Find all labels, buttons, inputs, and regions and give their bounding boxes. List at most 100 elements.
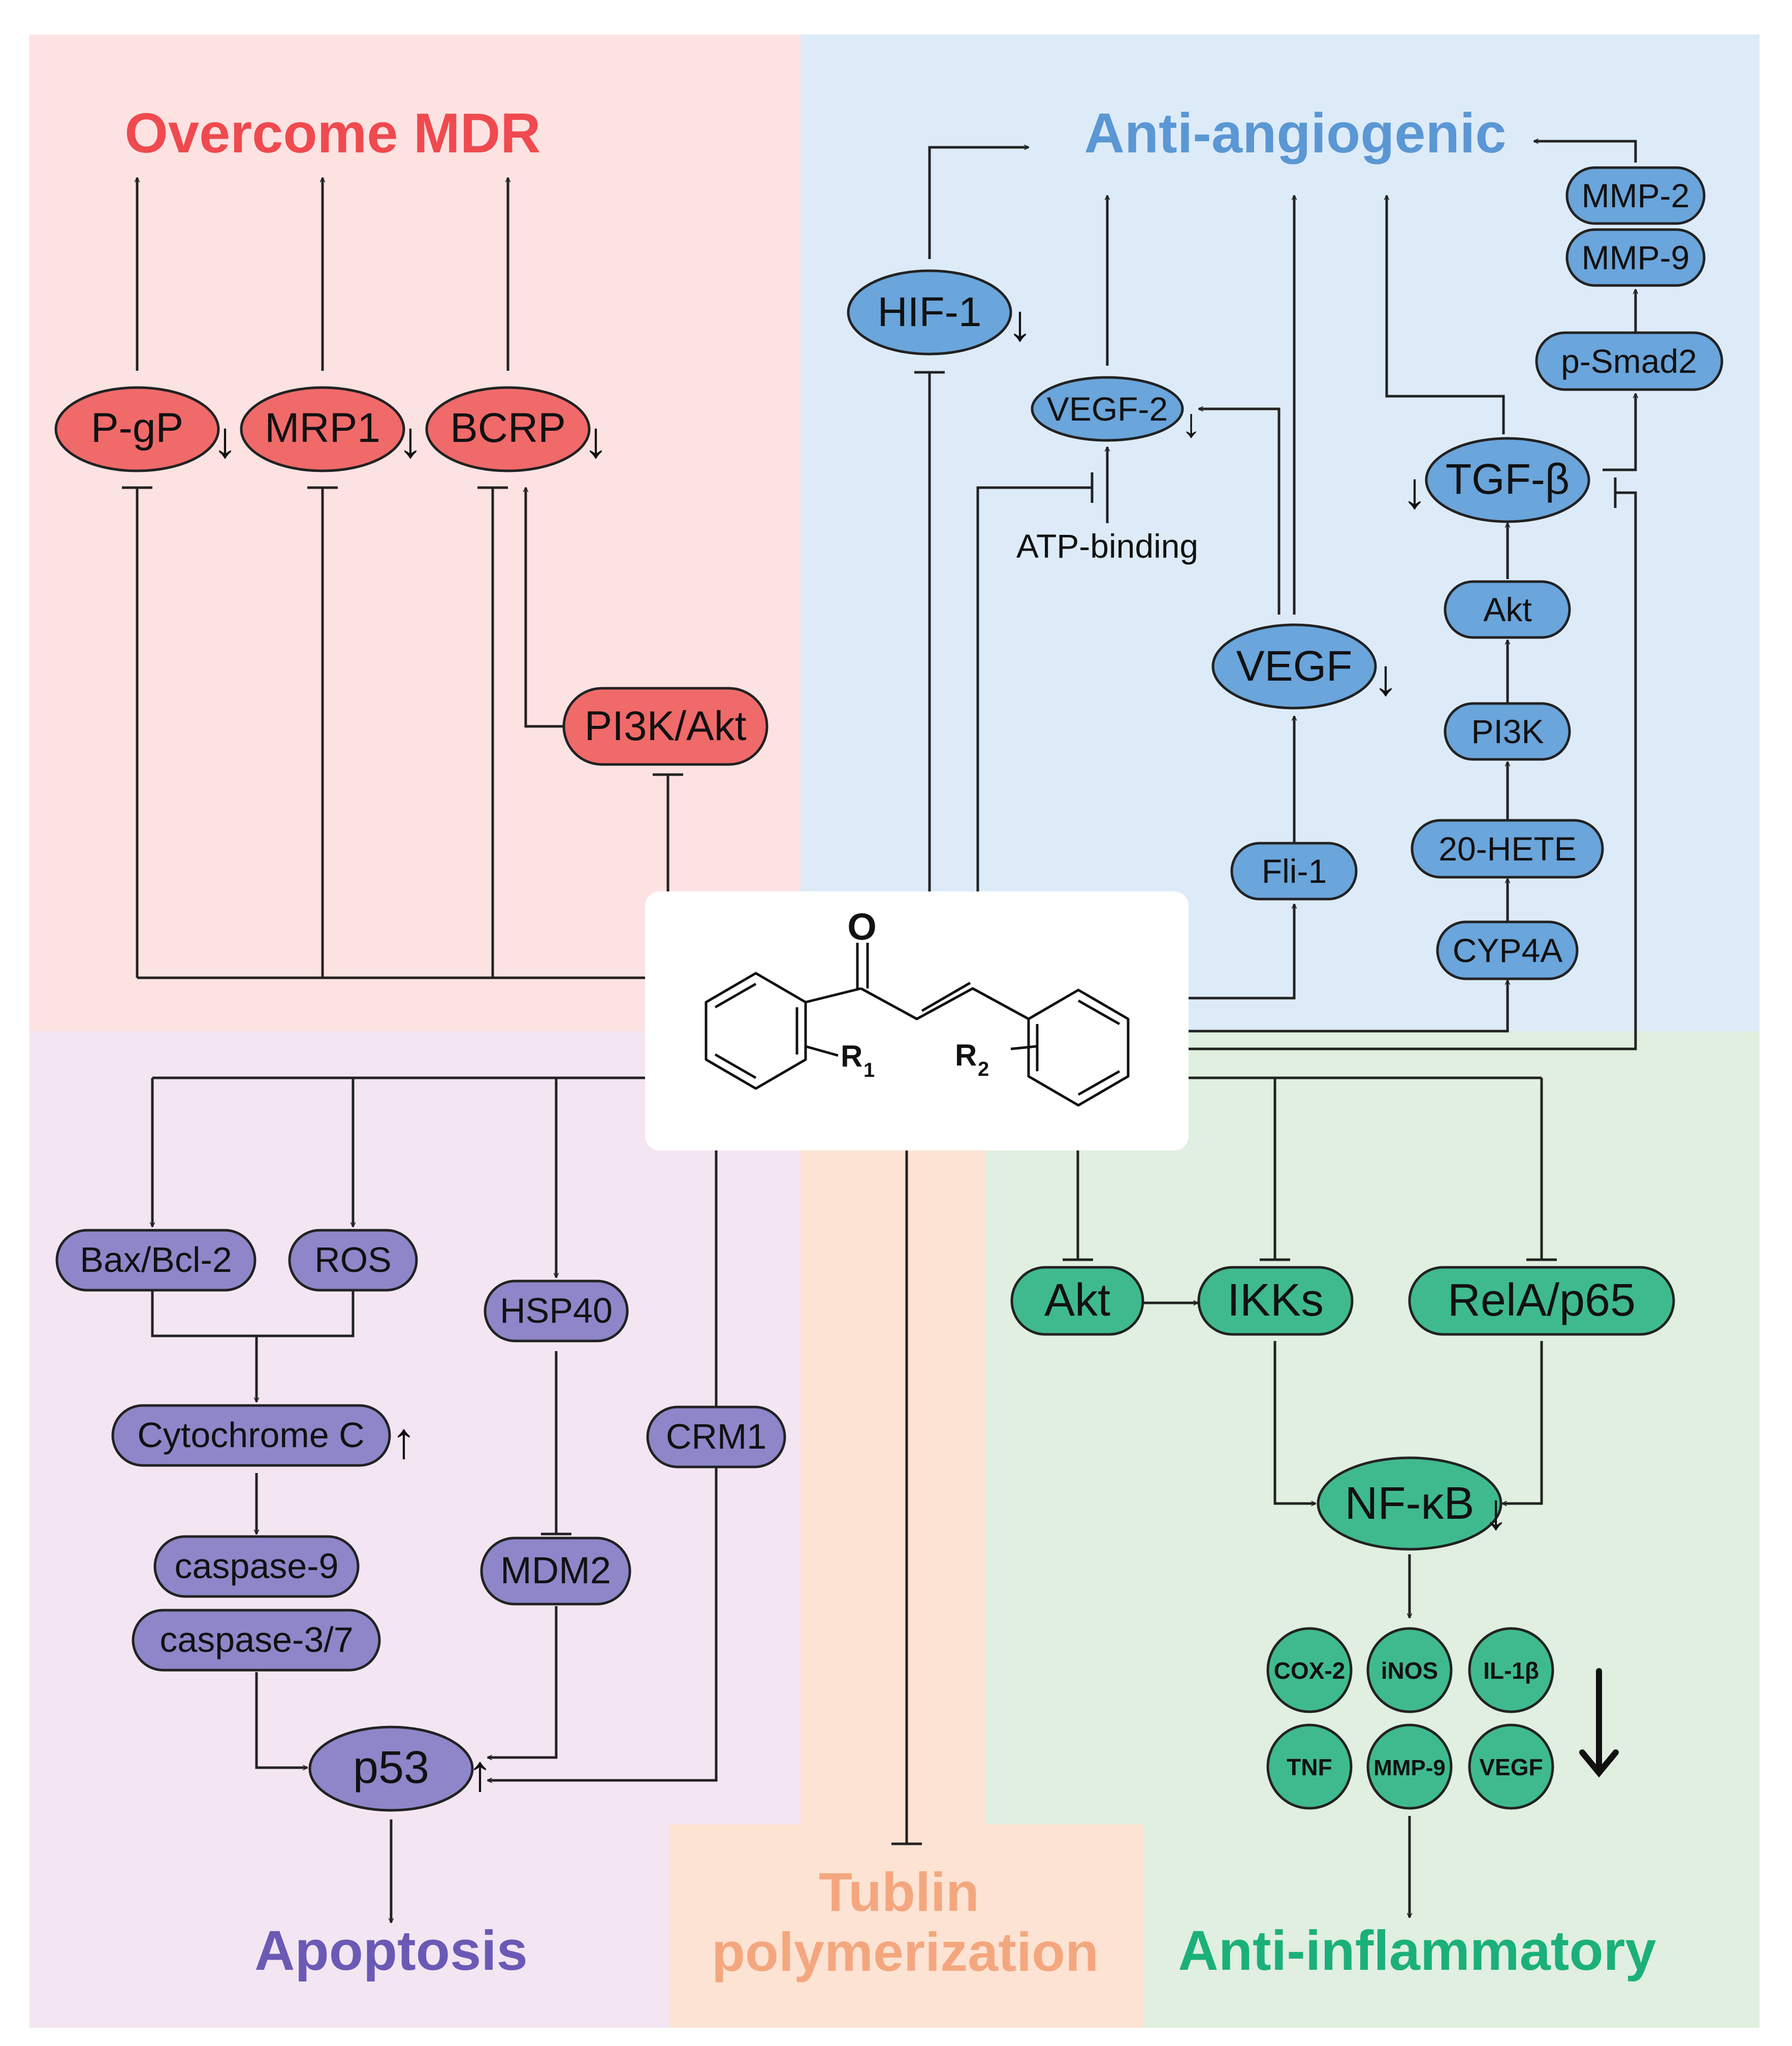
- hif1-to-angio-arrow: [928, 147, 1029, 259]
- tnf-node: TNF: [1266, 1723, 1353, 1810]
- casp9-label: caspase-9: [175, 1546, 339, 1586]
- mmp2-to-angio-arrow: [1534, 141, 1637, 163]
- ros-label: ROS: [314, 1240, 392, 1280]
- hete-node: 20-HETE: [1411, 819, 1604, 879]
- vegf-node: VEGF: [1211, 623, 1377, 710]
- core-inhibit-tubulin: [891, 1150, 922, 1845]
- cytc-up-arrow: ↑: [391, 1412, 417, 1469]
- tnf-shape: [1266, 1723, 1353, 1810]
- tubulin-title-2: polymerization: [712, 1921, 1099, 1983]
- mdm2-to-p53-arrow: [488, 1606, 558, 1757]
- core-inhibit-hif1: [914, 371, 945, 891]
- p53-label: p53: [353, 1742, 429, 1793]
- core-to-fli1-arrow: [1189, 904, 1294, 1000]
- tgfb-node: TGF-β: [1425, 437, 1590, 523]
- akt-green-node: Akt: [1010, 1266, 1144, 1336]
- crm1-to-p53-arrow: [488, 1467, 718, 1780]
- mdm2-shape: [480, 1537, 631, 1606]
- inflammatory-region-lower: [1144, 1825, 1759, 2028]
- akt-green-label: Akt: [1044, 1275, 1110, 1326]
- rela-shape: [1408, 1266, 1675, 1336]
- pi3kakt-node: PI3K/Akt: [562, 687, 769, 766]
- core-inhibit-pi3kakt: [653, 773, 683, 891]
- cox2-node: COX-2: [1266, 1627, 1353, 1713]
- inos-shape: [1366, 1627, 1453, 1713]
- alkene-double: [921, 981, 971, 1012]
- il1b-label: IL-1β: [1483, 1657, 1539, 1684]
- pi3k-shape: [1444, 702, 1571, 761]
- rela-label: RelA/p65: [1448, 1275, 1636, 1326]
- baxbcl2-shape: [55, 1229, 257, 1292]
- vegf-green-node: VEGF: [1468, 1723, 1554, 1810]
- casp9-shape: [153, 1535, 360, 1598]
- psmad2-label: p-Smad2: [1561, 342, 1697, 380]
- mrp1-down-arrow: ↓: [398, 411, 423, 468]
- inos-label: iNOS: [1381, 1657, 1438, 1684]
- r1-bond: [805, 1045, 839, 1057]
- vegf-green-shape: [1468, 1723, 1554, 1810]
- cytc-shape: [111, 1404, 391, 1467]
- hsp40-node: HSP40: [484, 1280, 629, 1342]
- ikks-label: IKKs: [1227, 1275, 1324, 1326]
- cox2-label: COX-2: [1274, 1657, 1346, 1684]
- baxbcl2-label: Bax/Bcl-2: [80, 1240, 232, 1280]
- core-inhibit-ikks: [1260, 1078, 1290, 1261]
- r2-label: R: [955, 1038, 977, 1072]
- angio-title: Anti-angiogenic: [1084, 102, 1506, 165]
- pgp-down-arrow: ↓: [212, 411, 238, 468]
- hif1-node: HIF-1: [847, 269, 1012, 356]
- mmp9-green-shape: [1366, 1723, 1453, 1810]
- pgp-label: P-gP: [91, 405, 183, 451]
- inflammatory-title: Anti-inflammatory: [1178, 1920, 1656, 1982]
- left-ring: [705, 972, 807, 1090]
- chalcone-structure: [705, 943, 1130, 1107]
- mrp1-node: MRP1: [240, 386, 405, 472]
- p53-up-arrow: ↑: [467, 1745, 493, 1802]
- pi3k-node: PI3K: [1444, 702, 1571, 761]
- ikks-to-nfkb-arrow: [1273, 1341, 1316, 1504]
- tubulin-region-lower: [669, 1825, 1144, 2028]
- r1-label: R: [841, 1039, 862, 1073]
- mmp9-node: MMP-9: [1565, 228, 1706, 287]
- tgfb-to-angio-arrow: [1387, 196, 1505, 434]
- nfkb-node: NF-κB: [1317, 1456, 1502, 1551]
- hsp40-label: HSP40: [500, 1291, 613, 1330]
- pi3kakt-shape: [562, 687, 769, 766]
- cyp4a-shape: [1436, 920, 1579, 980]
- mmp9-green-label: MMP-9: [1373, 1755, 1446, 1780]
- fli1-label: Fli-1: [1262, 852, 1327, 890]
- mrp1-label: MRP1: [265, 405, 380, 451]
- baxbcl2-node: Bax/Bcl-2: [55, 1229, 257, 1292]
- r2-subscript: 2: [978, 1058, 989, 1080]
- mmp9-shape: [1565, 228, 1706, 287]
- psmad2-node: p-Smad2: [1535, 331, 1723, 391]
- vegf2-down-arrow: ↓: [1181, 400, 1201, 445]
- casp9-node: caspase-9: [153, 1535, 360, 1598]
- pi3k-label: PI3K: [1471, 713, 1544, 750]
- tgfb-shape: [1425, 437, 1590, 523]
- ros-node: ROS: [288, 1229, 418, 1292]
- p53-shape: [308, 1725, 474, 1812]
- mmp2-label: MMP-2: [1582, 177, 1690, 214]
- connectors: [122, 141, 1636, 1923]
- casp37-node: caspase-3/7: [132, 1609, 381, 1672]
- casp37-label: caspase-3/7: [159, 1620, 353, 1659]
- r2-bond: [1010, 1045, 1037, 1050]
- hsp40-inhibit-mdm2: [541, 1351, 571, 1536]
- atp-binding-label: ATP-binding: [1016, 527, 1198, 565]
- mediators-down-arrow: [1579, 1668, 1619, 1778]
- vegf-shape: [1211, 623, 1377, 710]
- hete-shape: [1411, 819, 1604, 879]
- vegf2-label: VEGF-2: [1047, 390, 1168, 428]
- tnf-label: TNF: [1287, 1754, 1332, 1780]
- nfkb-down-arrow: ↓: [1483, 1483, 1509, 1540]
- apoptosis-title: Apoptosis: [254, 1920, 528, 1982]
- crm1-node: CRM1: [646, 1405, 786, 1468]
- akt-blue-shape: [1444, 580, 1571, 639]
- ros-shape: [288, 1229, 418, 1292]
- mmp2-node: MMP-2: [1565, 166, 1706, 225]
- akt-green-shape: [1010, 1266, 1144, 1336]
- vegf-label: VEGF: [1236, 642, 1353, 690]
- crm1-shape: [646, 1405, 786, 1468]
- vegf2-node: VEGF-2: [1031, 376, 1184, 442]
